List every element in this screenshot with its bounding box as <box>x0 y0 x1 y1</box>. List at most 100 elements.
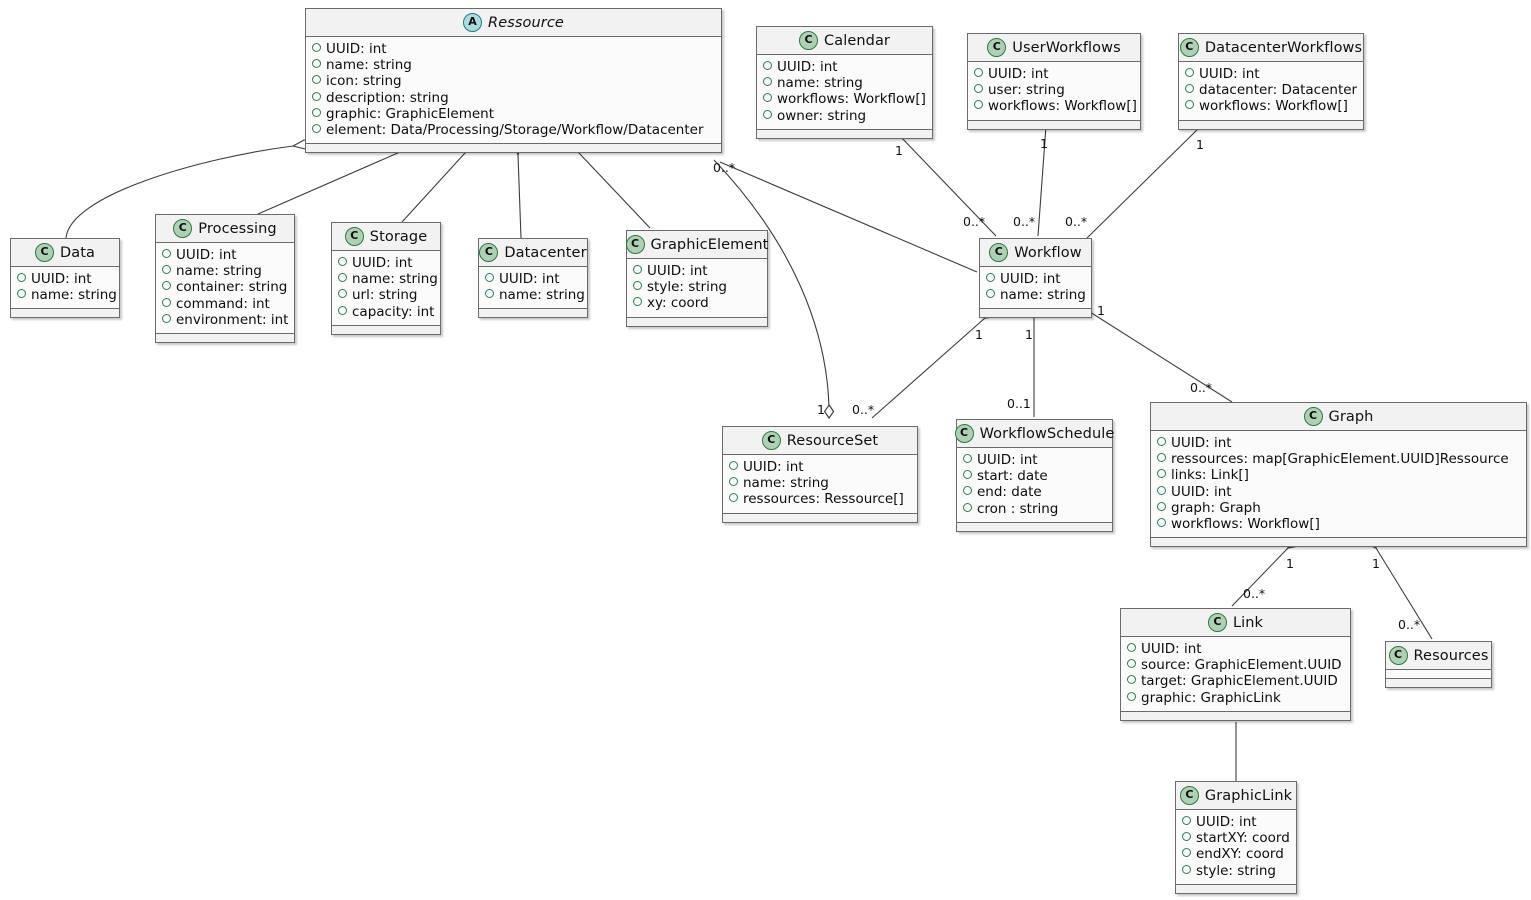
edge-datacenter-to-ressource <box>518 155 521 239</box>
visibility-public-icon <box>986 273 995 282</box>
class-name-workflowschedule: WorkflowSchedule <box>979 425 1115 442</box>
class-name-workflow: Workflow <box>1014 244 1082 261</box>
attribute-label: datacenter: Datacenter <box>1199 82 1358 99</box>
attribute-row: UUID: int <box>17 271 113 287</box>
attribute-row: name: string <box>986 287 1086 303</box>
attribute-label: element: Data/Processing/Storage/Workflo… <box>326 122 704 139</box>
attribute-row: datacenter: Datacenter <box>1185 82 1357 98</box>
visibility-public-icon <box>763 77 772 87</box>
attribute-row: style: string <box>633 279 761 295</box>
attribute-label: xy: coord <box>647 295 709 312</box>
multiplicity-label: 1 <box>1025 327 1033 342</box>
attribute-row: name: string <box>485 287 585 303</box>
attribute-row: graph: Graph <box>1157 500 1520 516</box>
visibility-public-icon <box>1127 675 1136 685</box>
attribute-label: name: string <box>326 57 412 74</box>
attribute-label: icon: string <box>326 73 402 90</box>
visibility-public-icon <box>162 249 171 258</box>
class-methods-graph <box>1151 538 1526 547</box>
multiplicity-label: 0..1 <box>1007 396 1031 411</box>
visibility-public-icon <box>986 289 995 299</box>
visibility-public-icon <box>1182 816 1191 825</box>
class-icon: C <box>1207 613 1227 632</box>
attribute-label: style: string <box>647 279 727 296</box>
visibility-public-icon <box>963 486 972 496</box>
attribute-label: UUID: int <box>499 271 560 287</box>
visibility-public-icon <box>312 59 321 69</box>
multiplicity-label: 1 <box>817 402 825 417</box>
attribute-row: source: GraphicElement.UUID <box>1127 657 1344 673</box>
class-methods-storage <box>332 325 440 334</box>
attribute-label: workflows: Workflow[] <box>777 91 926 108</box>
attribute-row: links: Link[] <box>1157 467 1520 483</box>
class-methods-workflow <box>980 309 1091 318</box>
attribute-row: UUID: int <box>963 452 1106 468</box>
class-methods-resourceset <box>723 513 917 522</box>
class-name-storage: Storage <box>369 228 428 245</box>
attribute-label: name: string <box>176 263 262 280</box>
attribute-row: container: string <box>162 279 288 295</box>
class-header-storage: C Storage <box>332 223 440 251</box>
visibility-public-icon <box>763 93 772 103</box>
multiplicity-label: 1 <box>1372 556 1380 571</box>
edge-storage-to-ressource <box>401 153 465 223</box>
attribute-row: icon: string <box>312 73 715 89</box>
attribute-label: UUID: int <box>1171 483 1232 500</box>
attribute-label: workflows: Workflow[] <box>1199 98 1348 115</box>
attribute-row: UUID: int <box>729 459 911 475</box>
attribute-row: end: date <box>963 484 1106 500</box>
attribute-label: endXY: coord <box>1196 846 1284 863</box>
attribute-row: UUID: int <box>633 263 761 279</box>
visibility-public-icon <box>729 477 738 487</box>
class-name-graph: Graph <box>1328 408 1374 425</box>
class-methods-workflowschedule <box>957 522 1112 531</box>
class-methods-graphicelement <box>627 317 767 326</box>
visibility-public-icon <box>312 124 321 134</box>
class-name-graphicelement: GraphicElement <box>650 236 769 253</box>
attribute-row: target: GraphicElement.UUID <box>1127 673 1344 689</box>
attribute-label: name: string <box>499 287 585 304</box>
attribute-label: description: string <box>326 89 449 106</box>
visibility-public-icon <box>312 43 321 52</box>
attribute-row: element: Data/Processing/Storage/Workflo… <box>312 122 715 138</box>
class-icon: C <box>954 424 974 443</box>
attribute-label: end: date <box>977 484 1042 501</box>
visibility-public-icon <box>963 454 972 463</box>
class-icon: C <box>989 243 1009 262</box>
multiplicity-label: 1 <box>895 143 903 158</box>
attribute-label: user: string <box>988 82 1065 99</box>
visibility-public-icon <box>729 461 738 470</box>
visibility-public-icon <box>1157 518 1166 528</box>
attribute-row: UUID: int <box>338 255 434 271</box>
class-icon: C <box>1388 646 1408 665</box>
attribute-row: name: string <box>729 475 911 491</box>
class-icon: C <box>344 227 364 246</box>
class-icon: C <box>479 243 499 262</box>
